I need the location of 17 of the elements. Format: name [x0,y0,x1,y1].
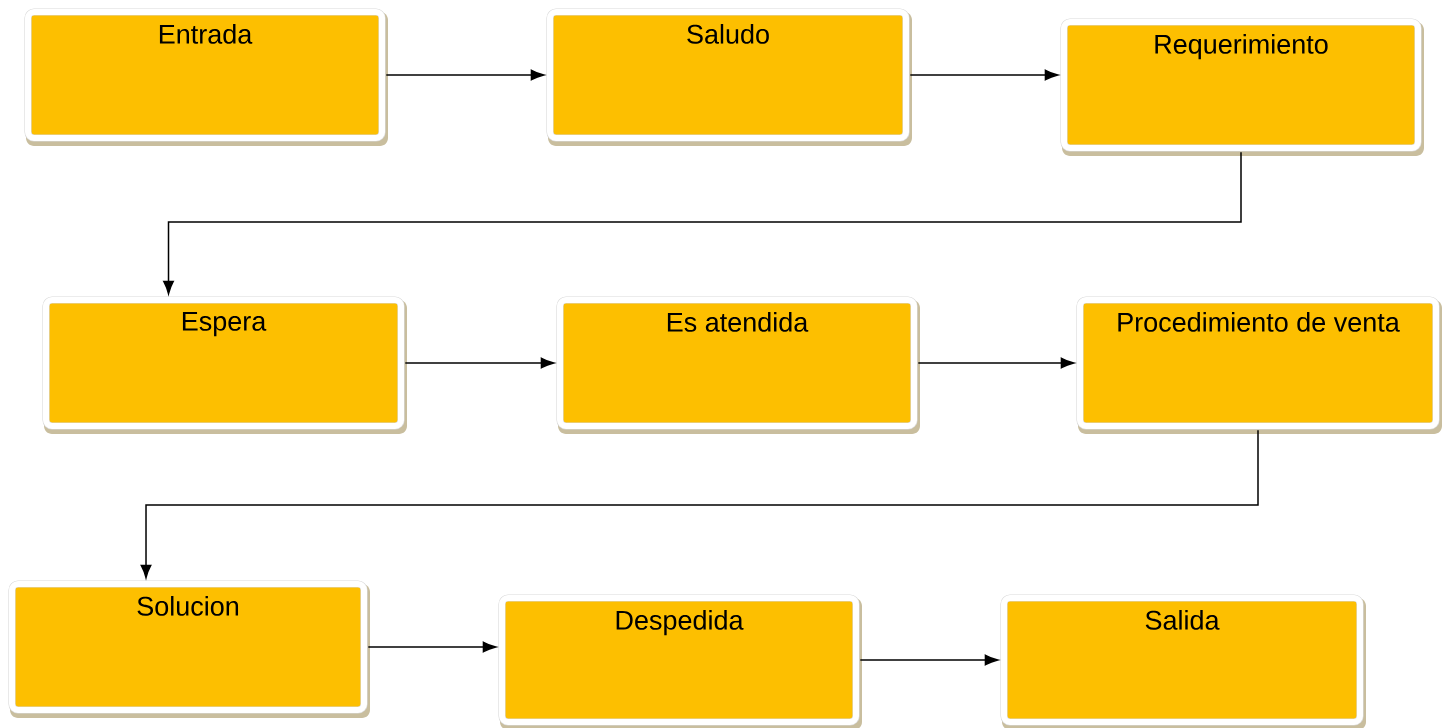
process-box: Espera [42,296,407,434]
process-box: Solucion [8,580,370,718]
arrow [385,69,545,81]
process-box: Requerimiento [1060,18,1424,156]
process-box: Es atendida [556,296,920,434]
process-box: Saludo [546,8,912,146]
arrow [163,151,1242,295]
process-box: Salida [1000,594,1366,728]
process-box: Procedimiento de venta [1076,296,1442,434]
process-box: Entrada [24,8,388,146]
process-box: Despedida [498,594,862,728]
arrow [404,357,555,369]
arrow [917,357,1075,369]
arrow [140,429,1259,579]
arrow [367,641,497,653]
arrow [859,654,999,666]
arrow [909,69,1059,81]
